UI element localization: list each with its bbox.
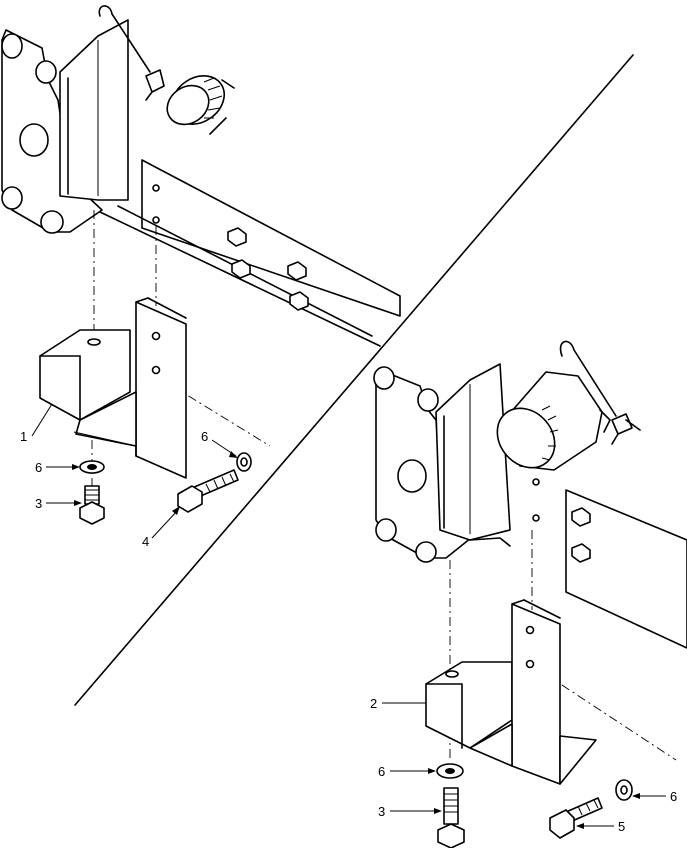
callout-left-lockwasher-top: 6 bbox=[201, 429, 208, 444]
right-bolt-short bbox=[437, 787, 465, 848]
left-dipstick bbox=[98, 5, 165, 101]
callout-right-bolt-long: 5 bbox=[618, 819, 625, 834]
left-side-rail bbox=[99, 159, 401, 347]
callout-left-bracket: 1 bbox=[20, 429, 27, 444]
right-dipstick bbox=[559, 340, 641, 445]
callout-right-bracket: 2 bbox=[370, 696, 377, 711]
callout-right-lockwasher-left: 6 bbox=[378, 764, 385, 779]
callout-left-bolt-long: 4 bbox=[142, 534, 149, 549]
callout-left-bolt-short: 3 bbox=[35, 496, 42, 511]
right-engine-flange bbox=[373, 366, 477, 563]
left-bolt-short bbox=[79, 485, 105, 525]
right-bracket bbox=[425, 599, 597, 785]
left-bracket bbox=[39, 297, 187, 479]
right-bolt-long bbox=[549, 797, 603, 839]
left-filler-cap bbox=[166, 75, 235, 135]
right-oil-filter bbox=[496, 371, 611, 471]
callout-right-lockwasher-right: 6 bbox=[670, 789, 677, 804]
right-vertical-plate bbox=[435, 363, 511, 547]
left-engine-flange bbox=[1, 29, 103, 234]
callouts: 1 6 3 4 6 2 6 3 5 6 bbox=[20, 403, 677, 834]
left-vertical-plate bbox=[59, 19, 129, 201]
left-bolt-long bbox=[177, 469, 239, 513]
callout-right-bolt-short: 3 bbox=[378, 804, 385, 819]
view-divider-line bbox=[74, 54, 634, 706]
callout-left-lockwasher-bottom: 6 bbox=[35, 460, 42, 475]
left-view bbox=[1, 5, 401, 525]
right-side-rail bbox=[532, 478, 687, 649]
right-view bbox=[373, 340, 687, 848]
